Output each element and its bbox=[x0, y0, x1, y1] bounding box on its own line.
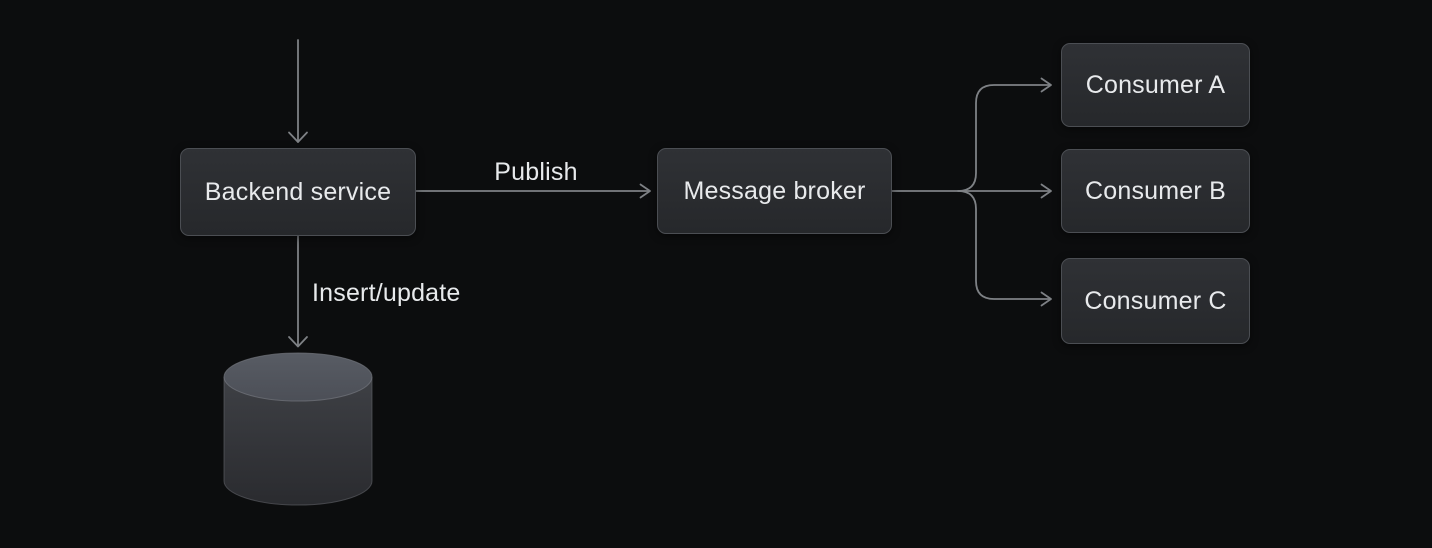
node-message-broker-label: Message broker bbox=[683, 176, 866, 205]
arrow-publish bbox=[415, 183, 651, 199]
node-consumer-a-label: Consumer A bbox=[1085, 70, 1226, 99]
arrowhead-right-icon bbox=[1040, 291, 1052, 307]
edge-label-publish: Publish bbox=[494, 158, 578, 186]
database-cylinder-icon bbox=[223, 352, 373, 506]
arrowhead-right-icon bbox=[1040, 77, 1052, 93]
node-backend-service: Backend service bbox=[180, 148, 416, 236]
arrow-broker-to-consumer-c bbox=[957, 190, 1052, 307]
arrowhead-right-icon bbox=[1040, 183, 1052, 199]
node-consumer-b: Consumer B bbox=[1061, 149, 1250, 233]
arrow-broker-to-consumer-b bbox=[891, 183, 1052, 199]
arrowhead-down-icon bbox=[288, 336, 308, 348]
arrow-insert-update bbox=[288, 235, 308, 348]
arrowhead-right-icon bbox=[639, 183, 651, 199]
node-consumer-c: Consumer C bbox=[1061, 258, 1250, 344]
node-consumer-a: Consumer A bbox=[1061, 43, 1250, 127]
arrow-into-backend bbox=[288, 39, 308, 143]
node-backend-service-label: Backend service bbox=[204, 177, 392, 206]
node-message-broker: Message broker bbox=[657, 148, 892, 234]
edge-label-insert-update: Insert/update bbox=[312, 279, 461, 307]
node-consumer-b-label: Consumer B bbox=[1085, 176, 1226, 205]
node-consumer-c-label: Consumer C bbox=[1084, 286, 1227, 315]
arrowhead-down-icon bbox=[288, 131, 308, 143]
arrow-broker-to-consumer-a bbox=[957, 77, 1052, 192]
